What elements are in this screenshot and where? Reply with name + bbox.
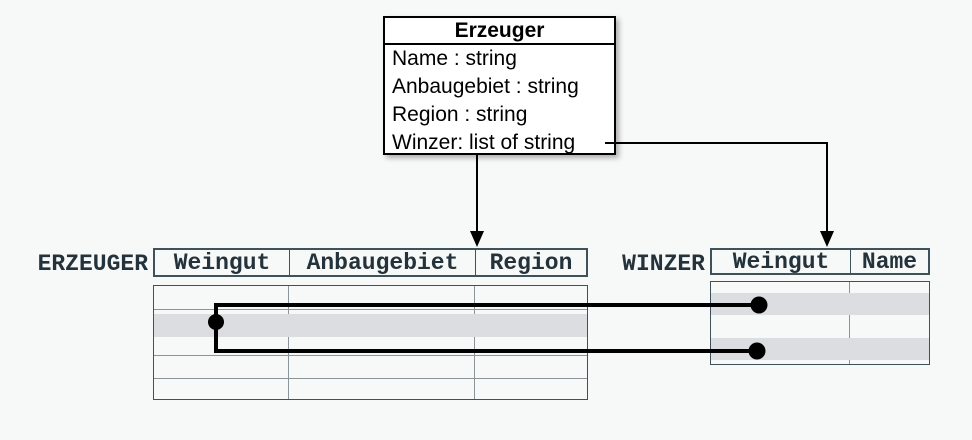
highlighted-row <box>711 293 929 315</box>
column-divider <box>849 282 850 364</box>
erzeuger-table-body <box>153 285 588 400</box>
winzer-column-header: Name <box>850 250 928 273</box>
erzeuger-column-header: Anbaugebiet <box>289 250 475 275</box>
erzeuger-table-label: ERZEUGER <box>37 251 148 277</box>
class-attribute: Region : string <box>392 103 528 126</box>
class-attribute: Name : string <box>392 47 517 70</box>
arrow-winzer-attr-to-winzer <box>605 142 828 236</box>
winzer-header-row: Weingut Name <box>710 248 930 275</box>
class-attribute: Winzer: list of string <box>392 131 576 154</box>
column-divider <box>288 286 289 399</box>
highlighted-row <box>154 314 587 337</box>
row-divider <box>154 309 587 310</box>
winzer-table-body <box>710 281 930 365</box>
class-attribute: Anbaugebiet : string <box>392 75 579 98</box>
winzer-table-label: WINZER <box>622 251 705 277</box>
arrowhead-down-icon <box>820 231 834 247</box>
row-divider <box>154 355 587 356</box>
erzeuger-column-header: Region <box>475 250 586 275</box>
column-divider <box>474 286 475 399</box>
arrowhead-down-icon <box>470 231 484 247</box>
erzeuger-column-header: Weingut <box>173 250 271 275</box>
highlighted-row <box>711 338 929 360</box>
winzer-column-header: Weingut <box>732 250 830 273</box>
class-title: Erzeuger <box>385 18 614 45</box>
row-divider <box>154 378 587 379</box>
